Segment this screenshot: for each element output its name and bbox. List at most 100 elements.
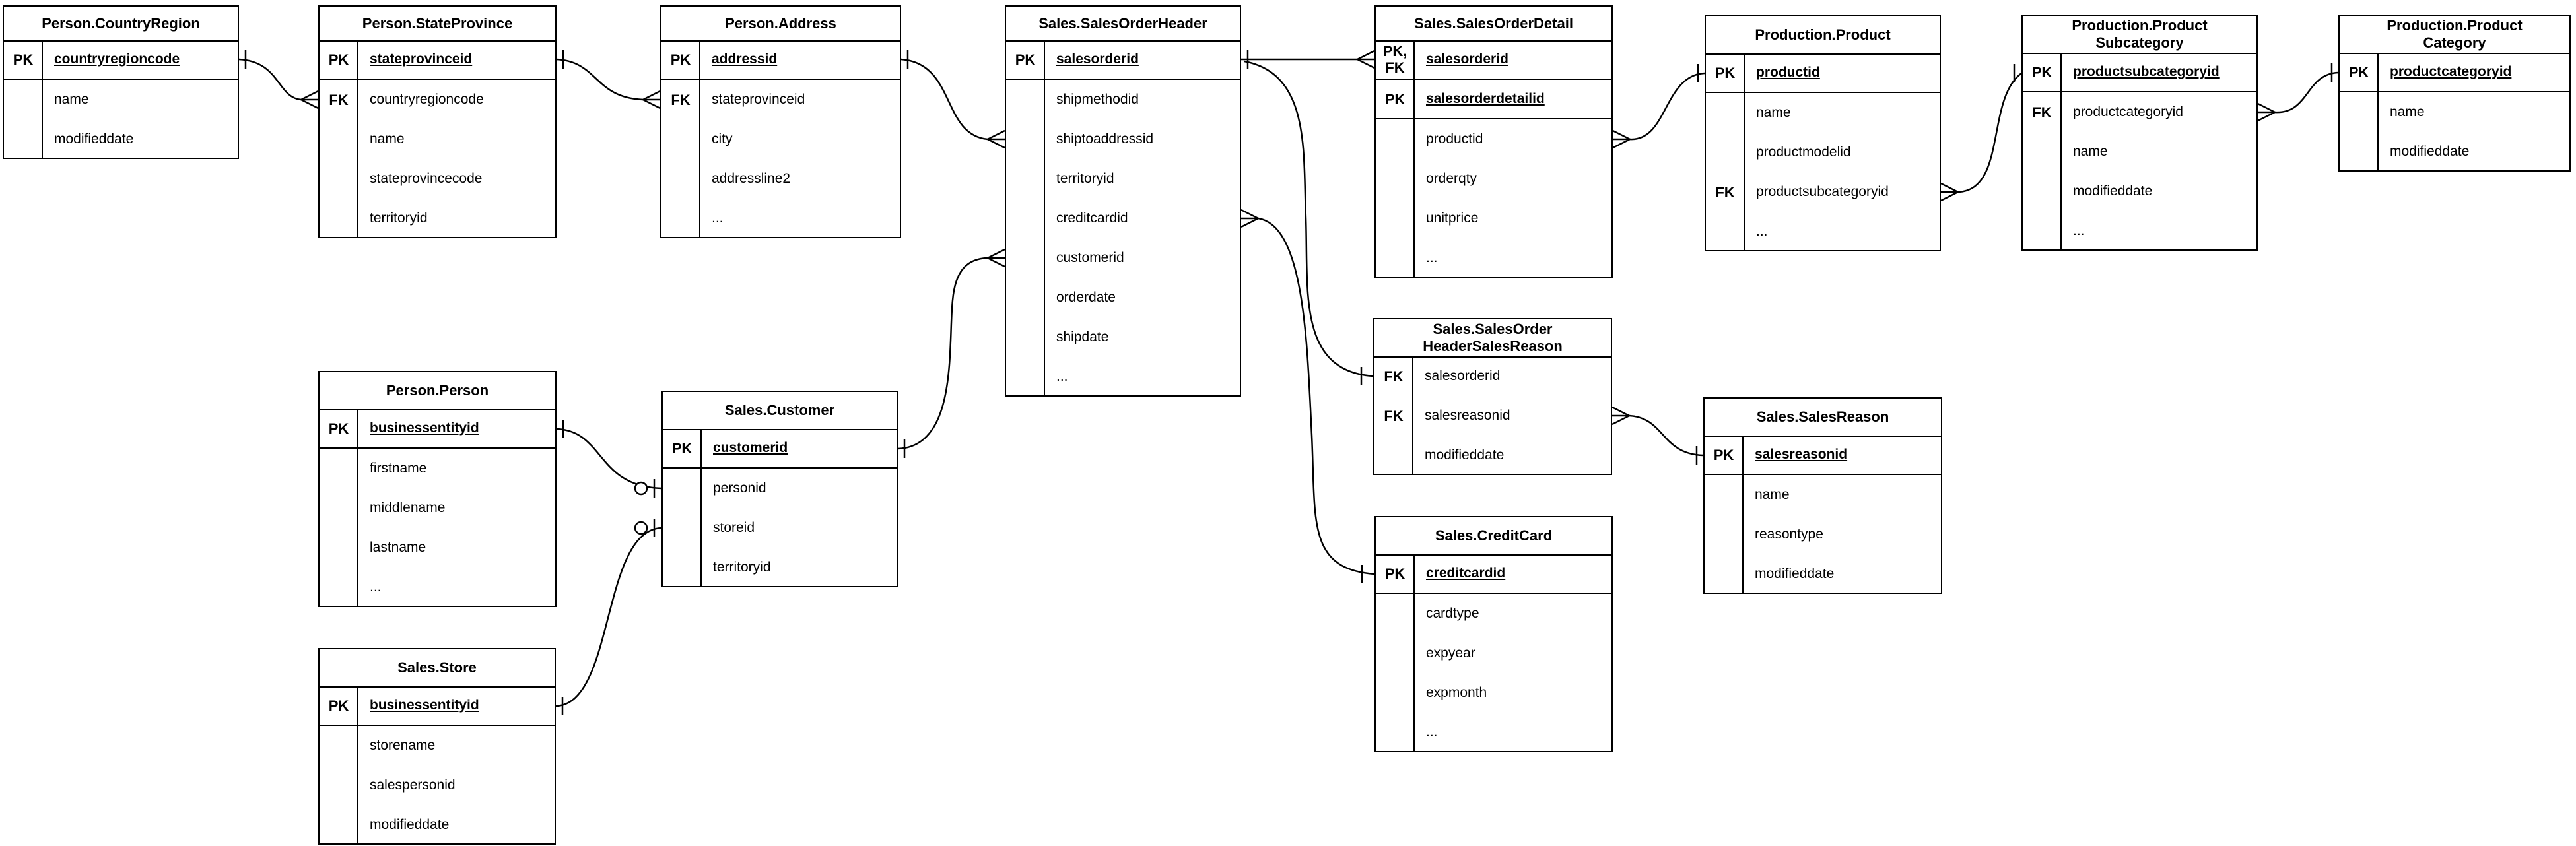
relationship-creditcard-salesorderheader[interactable] bbox=[1240, 209, 1375, 583]
relationship-product-salesorderdetail[interactable] bbox=[1612, 64, 1705, 149]
field-row-more[interactable]: ... bbox=[1376, 238, 1611, 278]
relationship-salesreason-salesorderheadersalesreason[interactable] bbox=[1611, 406, 1704, 465]
field-row-territoryid[interactable]: territoryid bbox=[663, 548, 897, 587]
field-row-middlename[interactable]: middlename bbox=[320, 488, 555, 528]
relationship-address-salesorderheader[interactable] bbox=[900, 50, 1005, 149]
relationship-stateprovince-address[interactable] bbox=[556, 50, 661, 110]
relationship-productsubcategory-product[interactable] bbox=[1940, 64, 2022, 202]
field-row-firstname[interactable]: firstname bbox=[320, 449, 555, 488]
entity-title-line: Sales.Store bbox=[397, 659, 477, 676]
field-row-more[interactable]: ... bbox=[2023, 211, 2256, 251]
field-row-creditcardid[interactable]: creditcardid bbox=[1006, 199, 1240, 238]
field-row-name[interactable]: name bbox=[4, 80, 238, 119]
field-row-name[interactable]: name bbox=[2340, 92, 2569, 132]
field-row-shipdate[interactable]: shipdate bbox=[1006, 317, 1240, 357]
field-row-more[interactable]: ... bbox=[661, 199, 900, 238]
field-row-name[interactable]: name bbox=[320, 119, 555, 159]
relationship-salesorderheader-salesorderdetail[interactable] bbox=[1241, 49, 1375, 69]
field-row-expmonth[interactable]: expmonth bbox=[1376, 673, 1611, 713]
field-row-modifieddate[interactable]: modifieddate bbox=[2340, 132, 2569, 172]
relationship-person-customer[interactable] bbox=[556, 420, 662, 498]
field-row-expyear[interactable]: expyear bbox=[1376, 634, 1611, 673]
field-row-more[interactable]: ... bbox=[1006, 357, 1240, 397]
field-row-name[interactable]: name bbox=[2023, 132, 2256, 172]
field-row-customerid[interactable]: customerid bbox=[1006, 238, 1240, 278]
field-row-city[interactable]: city bbox=[661, 119, 900, 159]
field-row-territoryid[interactable]: territoryid bbox=[1006, 159, 1240, 199]
field-row-modifieddate[interactable]: modifieddate bbox=[1374, 436, 1611, 475]
field-row-reasontype[interactable]: reasontype bbox=[1705, 515, 1941, 554]
field-row-cardtype[interactable]: cardtype bbox=[1376, 594, 1611, 634]
field-row-storeid[interactable]: storeid bbox=[663, 508, 897, 548]
field-row-shipmethodid[interactable]: shipmethodid bbox=[1006, 80, 1240, 119]
relationship-store-customer[interactable] bbox=[555, 519, 662, 715]
field-row-shiptoaddressid[interactable]: shiptoaddressid bbox=[1006, 119, 1240, 159]
field-row-productid[interactable]: productid bbox=[1376, 119, 1611, 159]
field-row-productmodelid[interactable]: productmodelid bbox=[1706, 133, 1940, 172]
relationship-countryregion-stateprovince[interactable] bbox=[238, 50, 319, 110]
relationship-salesorderheader-salesorderheadersalesreason[interactable] bbox=[1244, 60, 1374, 385]
field-row-orderdate[interactable]: orderdate bbox=[1006, 278, 1240, 317]
field-row-more[interactable]: ... bbox=[1376, 713, 1611, 752]
field-row-territoryid[interactable]: territoryid bbox=[320, 199, 555, 238]
field-name: shipmethodid bbox=[1056, 92, 1139, 107]
key-label-line: FK bbox=[329, 91, 349, 108]
field-row-modifieddate[interactable]: modifieddate bbox=[2023, 172, 2256, 211]
field-row-storename[interactable]: storename bbox=[320, 726, 555, 765]
field-name: countryregioncode bbox=[370, 92, 484, 107]
field-row-countryregioncode[interactable]: FK countryregioncode bbox=[320, 80, 555, 119]
field-row-stateprovincecode[interactable]: stateprovincecode bbox=[320, 159, 555, 199]
field-row-modifieddate[interactable]: modifieddate bbox=[4, 119, 238, 159]
field-row-personid[interactable]: personid bbox=[663, 469, 897, 508]
field-row-name[interactable]: name bbox=[1705, 475, 1941, 515]
field-row-addressline2[interactable]: addressline2 bbox=[661, 159, 900, 199]
relationship-productcategory-productsubcategory[interactable] bbox=[2257, 63, 2339, 122]
field-row-more[interactable]: ... bbox=[320, 568, 555, 607]
entity-title-line: Sales.CreditCard bbox=[1435, 527, 1553, 544]
field-row-unitprice[interactable]: unitprice bbox=[1376, 199, 1611, 238]
field-row-modifieddate[interactable]: modifieddate bbox=[320, 805, 555, 845]
relationship-customer-salesorderheader[interactable] bbox=[897, 248, 1005, 458]
field-row-orderqty[interactable]: orderqty bbox=[1376, 159, 1611, 199]
field-row-name[interactable]: name bbox=[1706, 93, 1940, 133]
field-row-modifieddate[interactable]: modifieddate bbox=[1705, 554, 1941, 594]
relationship-line bbox=[1957, 72, 2022, 193]
field-name: ... bbox=[370, 579, 382, 595]
field-row-more[interactable]: ... bbox=[1706, 212, 1940, 251]
field-row-salespersonid[interactable]: salespersonid bbox=[320, 765, 555, 805]
field-row-lastname[interactable]: lastname bbox=[320, 528, 555, 568]
